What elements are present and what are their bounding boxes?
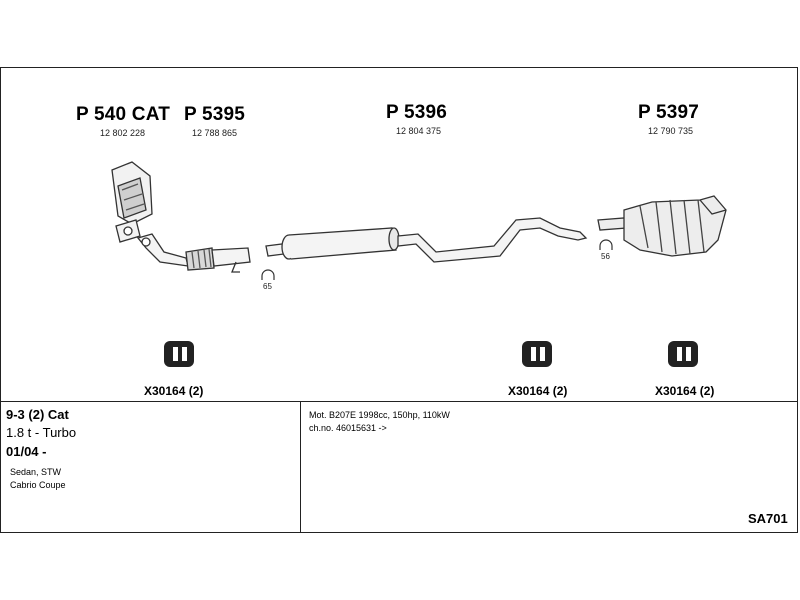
front-clamp-drawing bbox=[261, 269, 275, 280]
part-number-middle-silencer: P 5396 bbox=[386, 102, 448, 123]
front-pipe-drawing bbox=[136, 233, 251, 273]
rear-clamp-drawing bbox=[599, 239, 613, 250]
part-number-catalyst: P 540 CAT bbox=[76, 104, 171, 125]
rubber-mount-drawing-2 bbox=[522, 341, 552, 367]
clamp-diameter-front: 65 bbox=[263, 282, 272, 291]
rubber-mount-drawing-1 bbox=[164, 341, 194, 367]
rear-silencer-drawing bbox=[597, 195, 727, 257]
oe-number-front-pipe: 12 788 865 bbox=[192, 128, 238, 138]
vehicle-body-1: Sedan, STW bbox=[10, 467, 62, 477]
vehicle-date: 01/04 - bbox=[6, 444, 47, 459]
diagram-frame bbox=[0, 67, 798, 533]
part-number-front-pipe: P 5395 bbox=[184, 104, 246, 125]
oe-number-rear-silencer: 12 790 735 bbox=[648, 126, 694, 136]
table-column-divider bbox=[300, 401, 301, 533]
mount-label-1: X30164 (2) bbox=[144, 384, 204, 398]
clamp-diameter-rear: 56 bbox=[601, 252, 610, 261]
chassis-number: ch.no. 46015631 -> bbox=[309, 423, 387, 433]
mount-label-2: X30164 (2) bbox=[508, 384, 568, 398]
system-code: SA701 bbox=[748, 511, 788, 526]
vehicle-engine-size: 1.8 t - Turbo bbox=[6, 425, 77, 440]
engine-spec: Mot. B207E 1998cc, 150hp, 110kW bbox=[309, 410, 450, 420]
oe-number-catalyst: 12 802 228 bbox=[100, 128, 146, 138]
vehicle-model: 9-3 (2) Cat bbox=[6, 407, 69, 422]
mount-label-3: X30164 (2) bbox=[655, 384, 715, 398]
oe-number-middle-silencer: 12 804 375 bbox=[396, 126, 442, 136]
rubber-mount-drawing-3 bbox=[668, 341, 698, 367]
middle-silencer-drawing bbox=[265, 217, 588, 263]
catalytic-converter-drawing bbox=[111, 161, 153, 243]
vehicle-body-2: Cabrio Coupe bbox=[10, 480, 66, 490]
part-number-rear-silencer: P 5397 bbox=[638, 102, 700, 123]
table-divider bbox=[0, 401, 798, 402]
